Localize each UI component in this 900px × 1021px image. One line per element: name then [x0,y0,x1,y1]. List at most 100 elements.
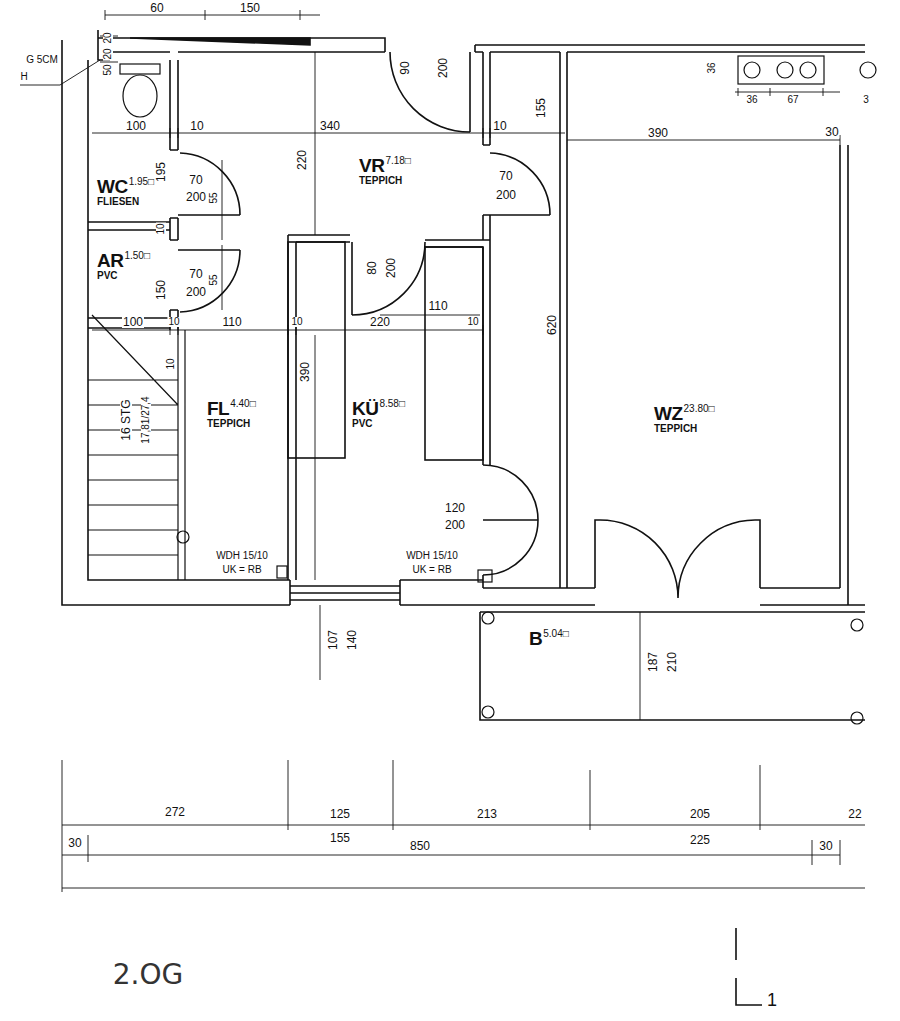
dimension-label: 22 [847,808,862,820]
dimension-label: WDH 15/10 [215,551,269,561]
hall-wall [483,52,490,240]
dimension-line [92,315,483,335]
dimension-label: 225 [689,834,711,846]
kitchen-wall [288,235,490,588]
toilet-bowl [123,75,157,117]
dimension-label: 340 [319,120,341,132]
room-label: AR1.50□PVC [95,250,152,283]
dimension-label: 60 [149,2,164,14]
dimension-label: 155 [329,832,351,844]
room-label: WC1.95□FLIESEN [95,176,156,209]
dimension-label: G 5CM [25,55,59,65]
living-wall [560,52,848,605]
dimension-label: 200 [444,519,466,531]
outer-wall [62,30,865,605]
dimension-label: 55 [209,273,219,286]
dimension-label: 195 [155,161,167,183]
stair-post [177,531,189,543]
dimension-label: 10 [156,222,166,235]
dimension-label: 3 [862,95,870,105]
dimension-line [222,52,315,580]
room-code: WZ [654,403,683,424]
floor-finish: TEPPICH [359,175,411,187]
floor-finish: PVC [352,418,405,430]
room-code: VR [359,155,384,176]
room-label: KÜ8.58□ PVC [350,398,407,431]
dimension-label: UK = RB [411,565,452,575]
entrance-door [390,52,470,132]
wc-wall [88,60,178,330]
dimension-label: 850 [409,840,431,852]
dimension-label: 17,81/27,4 [141,395,151,444]
stove-plate [800,62,816,78]
sill-mark [277,566,287,578]
balcony-post [482,706,494,718]
dimension-label: 10 [166,357,176,370]
dimension-label: 55 [209,191,219,204]
dimension-lines [20,10,865,1005]
dimension-label: 390 [299,361,311,383]
dimension-label: 30 [67,837,82,849]
dimension-label: 220 [369,316,391,328]
hall-door [490,153,550,215]
dimension-label: 20 [103,31,113,44]
balcony-door [595,520,760,598]
floor-finish: TEPPICH [207,418,256,430]
dimension-label: 125 [329,808,351,820]
stove-plate [744,62,760,78]
room-area: 5.04□ [543,628,569,639]
floor-finish: FLIESEN [97,196,154,208]
dimension-label: 220 [296,149,308,171]
dimension-label: 10 [492,120,507,132]
dimension-label: 70 [188,174,203,186]
floor-name: 2.OG [112,961,184,989]
fixtures [88,56,876,724]
room-label: WZ23.80□ TEPPICH [652,403,717,436]
top-window-hatch [130,38,310,45]
stove-plate [860,62,876,78]
toilet-tank [120,64,160,74]
dimension-label: 120 [444,502,466,514]
dimension-label: 200 [437,57,449,79]
dimension-label: 187 [647,651,659,673]
dimension-label: 107 [327,629,339,651]
stair-treads [88,315,185,580]
dimension-label: UK = RB [221,565,262,575]
balcony-post [482,612,494,624]
balcony-post [851,619,863,631]
dimension-label: 140 [346,629,358,651]
dimension-label: 155 [535,97,547,119]
dimension-label: 20 [103,47,113,60]
dimension-label: 30 [824,126,839,138]
kitchen-door [352,242,425,315]
dimension-label: H [19,72,28,82]
dimension-label: 10 [466,317,479,327]
room-area: 1.95□ [129,176,155,187]
room-heading: VR7.18□ [359,156,411,175]
dimension-label: 272 [164,806,186,818]
dimension-label: 30 [818,840,833,852]
room-code: B [529,628,542,649]
top-wall [98,38,865,52]
dimension-label: 200 [385,257,397,279]
dimension-label: 200 [185,286,207,298]
room-code: KÜ [352,398,378,419]
direction-mark [736,928,762,1005]
sill-mark [478,570,492,582]
ar-door [178,250,240,312]
dimension-line [100,10,320,62]
room-area: 1.50□ [124,250,150,261]
dimension-label: 80 [366,260,378,275]
room-area: 23.80□ [684,403,715,414]
room-label: FL4.40□TEPPICH [205,398,258,431]
dimension-label: 150 [239,2,261,14]
floor-finish: TEPPICH [654,423,715,435]
dimension-label: 70 [188,268,203,280]
dimension-label: 10 [290,317,303,327]
stove [738,56,824,84]
room-area: 8.58□ [379,398,405,409]
room-area: 7.18□ [385,155,411,166]
stove-plate [777,62,793,78]
dimension-label: 36 [745,95,758,105]
